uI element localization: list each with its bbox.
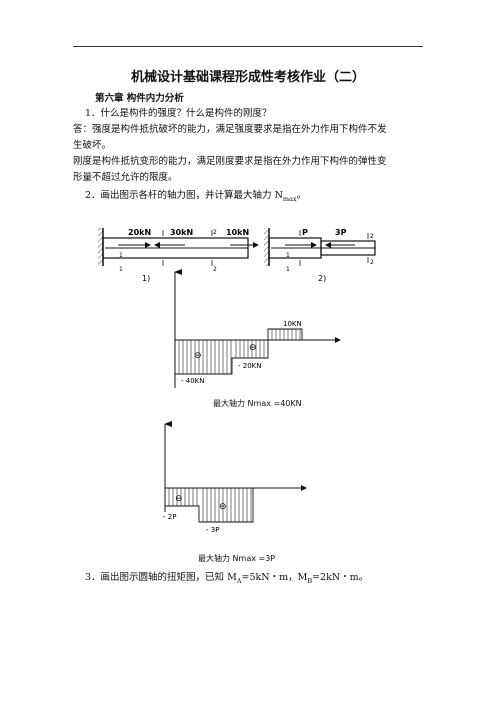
- axial-force-diagram-1: ⊖ ⊖ 10KN - 20KN - 40KN: [174, 269, 341, 388]
- answer-1-line-2: 生破坏。: [73, 140, 112, 151]
- minus-sign-2: ⊖: [249, 343, 257, 353]
- result-max-axial-force-2: 最大轴力 Nmax =3P: [198, 554, 276, 563]
- svg-text:1: 1: [286, 252, 290, 259]
- bar-figure-1: 20kN 30kN 10kN 1 2 1 2 1): [98, 228, 259, 283]
- segment-outline-negative: [174, 340, 269, 375]
- label-minus-2p: - 2P: [163, 513, 176, 521]
- chapter-heading: 第六章 构件内力分析: [95, 93, 184, 104]
- svg-text:1: 1: [119, 252, 123, 259]
- svg-text:2: 2: [213, 229, 217, 236]
- page-title: 机械设计基础课程形成性考核作业（二）: [130, 70, 365, 85]
- svg-text:1: 1: [119, 266, 123, 273]
- svg-text:2: 2: [370, 233, 374, 240]
- label-10kn: 10KN: [283, 320, 302, 328]
- question-2: 2．画出图示各杆的轴力图，并计算最大轴力 Nmax。: [85, 190, 307, 203]
- minus-sign-1: ⊖: [194, 351, 202, 361]
- load-label-30kn: 30kN: [170, 228, 193, 237]
- answer-1-line-4: 形量不超过允许的限度。: [73, 172, 178, 183]
- answer-1-line-3: 刚度是构件抵抗变形的能力，满足刚度要求是指在外力作用下构件的弹性变: [73, 156, 387, 167]
- load-label-3p: 3P: [335, 228, 347, 237]
- figure-label-1: 1): [142, 274, 150, 283]
- wall-support-1: [98, 228, 103, 266]
- label-minus-3p: - 3P: [206, 526, 219, 534]
- axial-force-diagram-2: ⊖ ⊖ - 2P - 3P: [163, 421, 307, 534]
- load-label-p: P: [302, 228, 308, 237]
- svg-text:2: 2: [370, 259, 374, 266]
- label-minus-40kn: - 40KN: [181, 377, 205, 385]
- bar-figure-2: P 3P 1 2 1 2 2): [264, 228, 376, 283]
- segment-outline-2: [164, 488, 254, 523]
- question-3: 3．画出图示圆轴的扭矩图，已知 MA=5kN・m，MB=2kN・m。: [85, 572, 369, 585]
- svg-text:1: 1: [286, 266, 290, 273]
- question-1: 1．什么是构件的强度？什么是构件的刚度？: [85, 108, 272, 119]
- load-label-10kn: 10kN: [226, 228, 249, 237]
- load-label-20kn: 20kN: [128, 228, 151, 237]
- header-rule: [73, 46, 423, 47]
- figure-label-2: 2): [318, 274, 326, 283]
- result-max-axial-force-1: 最大轴力 Nmax =40KN: [213, 399, 302, 408]
- answer-1-line-1: 答：强度是构件抵抗破坏的能力，满足强度要求是指在外力作用下构件不发: [73, 124, 387, 135]
- wall-support-2: [264, 228, 269, 266]
- segment-outline-positive: [267, 328, 303, 340]
- minus-sign-4: ⊖: [219, 502, 227, 512]
- svg-text:2: 2: [213, 266, 217, 273]
- minus-sign-3: ⊖: [175, 494, 183, 504]
- label-minus-20kn: - 20KN: [238, 362, 262, 370]
